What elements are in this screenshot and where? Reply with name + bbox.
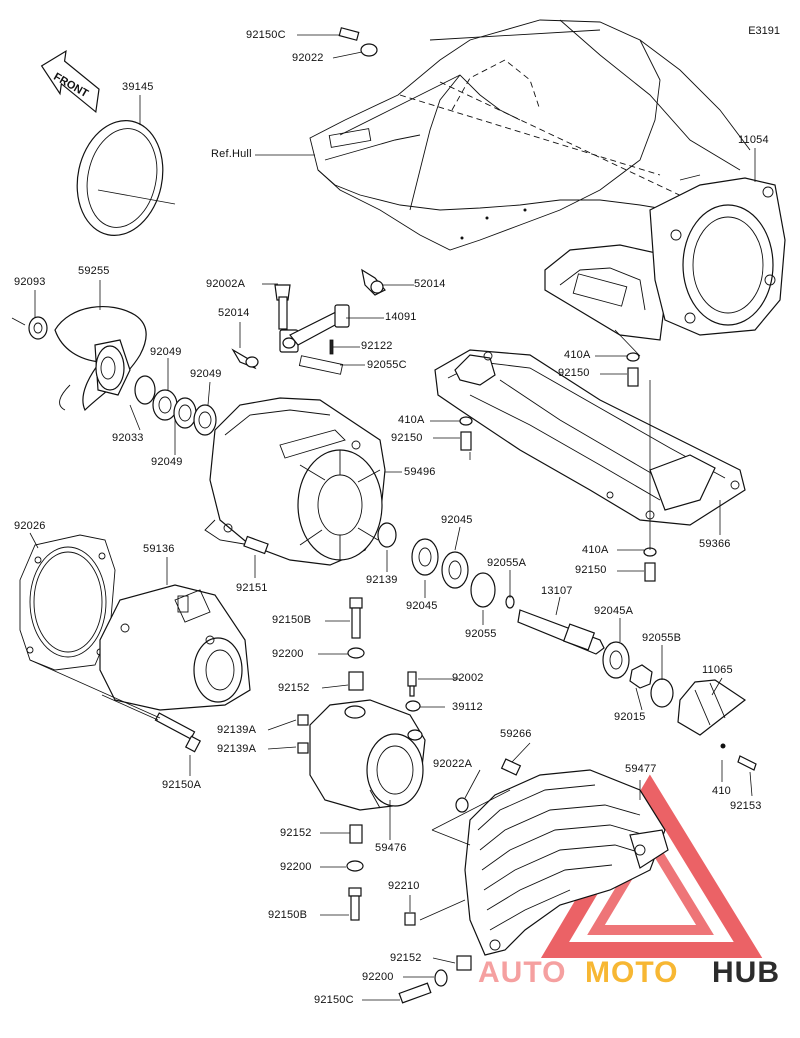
part-label: 92022A bbox=[433, 758, 473, 770]
part-label: 92200 bbox=[280, 861, 312, 873]
part-label: 92022 bbox=[292, 52, 324, 64]
part-label: 92015 bbox=[614, 711, 646, 723]
part-label: 11065 bbox=[702, 664, 733, 676]
watermark-auto: AUTO bbox=[478, 956, 566, 989]
part-label: 59136 bbox=[143, 543, 175, 555]
part-label: 92200 bbox=[362, 971, 394, 983]
part-label: 92002 bbox=[452, 672, 484, 684]
pump-body bbox=[204, 397, 386, 566]
part-label: 59255 bbox=[78, 265, 110, 277]
wear-ring bbox=[76, 119, 164, 237]
part-label: 11054 bbox=[738, 134, 769, 146]
part-label: 59366 bbox=[699, 538, 731, 550]
pump-cover-plate bbox=[434, 349, 746, 526]
part-label: 92150 bbox=[391, 432, 423, 444]
part-label: 92093 bbox=[14, 276, 46, 288]
part-label: 59496 bbox=[404, 466, 436, 478]
part-label: 410A bbox=[582, 544, 609, 556]
part-label: 92033 bbox=[112, 432, 144, 444]
bearings-shaft bbox=[377, 522, 674, 708]
part-label: 92152 bbox=[280, 827, 312, 839]
part-label: 92150B bbox=[268, 909, 308, 921]
part-label: 92055C bbox=[367, 359, 407, 371]
part-label: 92055B bbox=[642, 632, 682, 644]
nozzle-cone bbox=[677, 679, 757, 771]
part-label: 13107 bbox=[541, 585, 573, 597]
part-label: 59477 bbox=[625, 763, 657, 775]
lower-hardware bbox=[346, 758, 522, 1004]
part-label: 92045A bbox=[594, 605, 634, 617]
part-label: 92150B bbox=[272, 614, 312, 626]
part-label: 14091 bbox=[385, 311, 417, 323]
part-label: 92049 bbox=[150, 346, 182, 358]
figure-code: E3191 bbox=[748, 25, 780, 37]
part-label: 92045 bbox=[406, 600, 438, 612]
part-label: 410A bbox=[564, 349, 591, 361]
part-label: 92049 bbox=[190, 368, 222, 380]
part-label: 92139 bbox=[366, 574, 398, 586]
part-label: 92152 bbox=[390, 952, 422, 964]
steering-nozzle bbox=[309, 699, 426, 811]
hull-outline bbox=[309, 19, 751, 251]
part-label: 92210 bbox=[388, 880, 420, 892]
part-label: 92152 bbox=[278, 682, 310, 694]
watermark-moto: MOTO bbox=[585, 956, 678, 989]
part-label: 92150C bbox=[314, 994, 354, 1006]
watermark-text: AUTO MOTO HUB bbox=[478, 956, 780, 989]
part-label: 92122 bbox=[361, 340, 393, 352]
part-label: 39145 bbox=[122, 81, 154, 93]
part-label: 92139A bbox=[217, 743, 257, 755]
center-hardware bbox=[154, 27, 657, 754]
part-label: 52014 bbox=[218, 307, 250, 319]
part-label: 59476 bbox=[375, 842, 407, 854]
part-label: 92150A bbox=[162, 779, 202, 791]
front-arrow-icon: FRONT bbox=[40, 49, 100, 114]
part-label: 92055 bbox=[465, 628, 497, 640]
ride-plate bbox=[464, 769, 669, 956]
part-label: 92151 bbox=[236, 582, 268, 594]
part-label: 92200 bbox=[272, 648, 304, 660]
part-label: 92150 bbox=[558, 367, 590, 379]
part-label: 92026 bbox=[14, 520, 46, 532]
part-label: 92002A bbox=[206, 278, 246, 290]
part-label: 52014 bbox=[414, 278, 446, 290]
part-label: 59266 bbox=[500, 728, 532, 740]
part-label: 92045 bbox=[441, 514, 473, 526]
part-label: 92150C bbox=[246, 29, 286, 41]
part-label: 410 bbox=[712, 785, 731, 797]
part-label: 39112 bbox=[452, 701, 483, 713]
nozzle bbox=[99, 584, 251, 711]
left-small-parts bbox=[28, 316, 217, 436]
part-label: 92153 bbox=[730, 800, 762, 812]
watermark-hub: HUB bbox=[712, 956, 780, 989]
part-label: 410A bbox=[398, 414, 425, 426]
impeller bbox=[54, 306, 147, 412]
leader-lines bbox=[11, 34, 756, 1001]
top-fittings bbox=[231, 268, 386, 375]
part-label: 92150 bbox=[575, 564, 607, 576]
part-label: 92055A bbox=[487, 557, 527, 569]
part-label: Ref.Hull bbox=[211, 148, 252, 160]
intake-housing bbox=[544, 177, 786, 341]
part-label: 92139A bbox=[217, 724, 257, 736]
part-label: 92049 bbox=[151, 456, 183, 468]
